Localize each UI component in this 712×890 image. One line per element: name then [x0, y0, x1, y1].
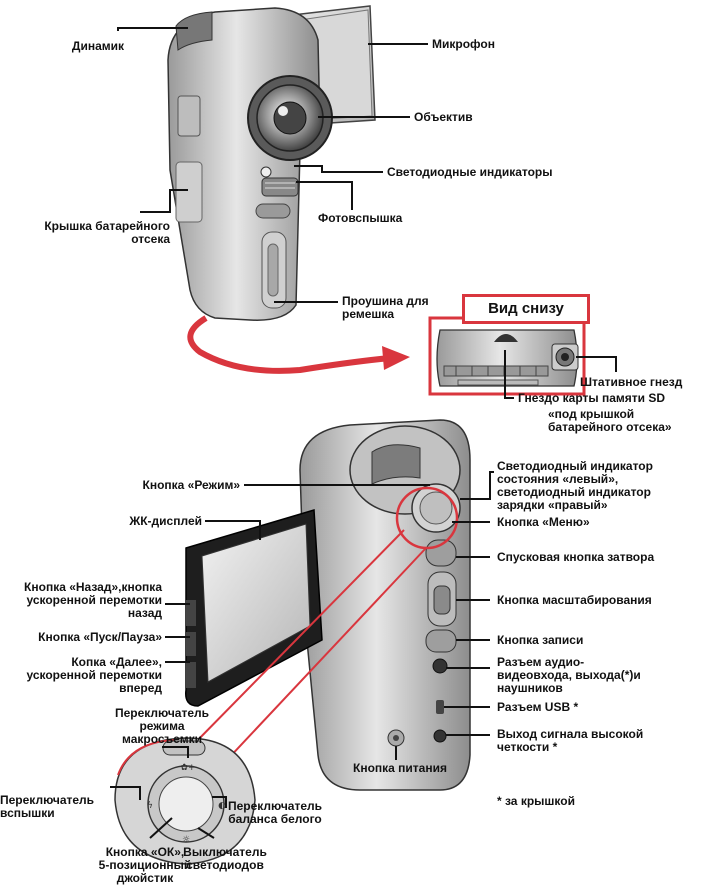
label-next-button: Копка «Далее», ускоренной перемотки впер…	[26, 655, 162, 695]
label-mode-button: Кнопка «Режим»	[142, 478, 241, 492]
label-power: Кнопка питания	[353, 761, 447, 775]
label-ok-button: Кнопка «ОК», 5-позиционный джойстик	[98, 845, 192, 885]
label-led-switch: Выключатель светодиодов	[183, 845, 267, 872]
label-back-button: Кнопка «Назад»,кнопка ускоренной перемот…	[24, 580, 162, 620]
label-av-jack: Разъем аудио- видеовхода, выхода(*)и нау…	[497, 655, 641, 695]
arrow-to-bottom-view	[187, 315, 391, 374]
label-record: Кнопка записи	[497, 633, 584, 647]
macro-icon: ✿+	[180, 763, 195, 773]
label-status-led: Светодиодный индикатор состояния «левый»…	[497, 459, 653, 512]
camera-front-view	[167, 5, 376, 321]
bottom-view-illustration	[428, 316, 586, 396]
wb-icon: ◐	[218, 801, 226, 811]
label-white-balance: Переключатель баланса белого	[227, 799, 323, 826]
label-hd-out: Выход сигнала высокой четкости *	[497, 727, 644, 754]
label-flash-switch: Переключатель вспышки	[0, 793, 95, 820]
label-strap-eyelet: Проушина для ремешка	[342, 294, 429, 321]
highlight-circle	[395, 486, 459, 550]
label-sd-slot: Гнездо карты памяти SD	[518, 391, 666, 405]
label-menu-button: Кнопка «Меню»	[497, 515, 590, 529]
camera-side-view	[185, 419, 471, 791]
label-macro-switch: Переключатель режима макросъемки	[114, 706, 210, 746]
projection-line-1	[189, 529, 405, 749]
label-battery-cover: Крышка батарейного отсека	[44, 219, 170, 246]
arrow-head	[382, 346, 410, 370]
label-flash: Фотовспышка	[318, 211, 403, 225]
label-shutter: Спусковая кнопка затвора	[497, 550, 655, 564]
label-lens: Объектив	[414, 110, 473, 124]
callout-lines	[110, 27, 617, 839]
label-sd-note: «под крышкой батарейного отсека»	[548, 407, 672, 434]
label-lcd: ЖК-дисплей	[129, 514, 202, 528]
label-led-indicators: Светодиодные индикаторы	[387, 165, 553, 179]
projection-line-2	[209, 547, 427, 779]
label-zoom: Кнопка масштабирования	[497, 593, 652, 607]
label-speaker: Динамик	[71, 39, 124, 53]
label-usb: Разъем USB *	[497, 700, 579, 714]
label-play-pause: Кнопка «Пуск/Пауза»	[38, 630, 162, 644]
label-microphone: Микрофон	[432, 37, 495, 51]
flash-icon: ϟ	[147, 801, 153, 811]
footnote: * за крышкой	[497, 794, 575, 808]
label-tripod: Штативное гнезд	[580, 375, 683, 389]
bottom-view-title: Вид снизу	[462, 294, 590, 324]
led-icon: ☼	[182, 835, 190, 845]
